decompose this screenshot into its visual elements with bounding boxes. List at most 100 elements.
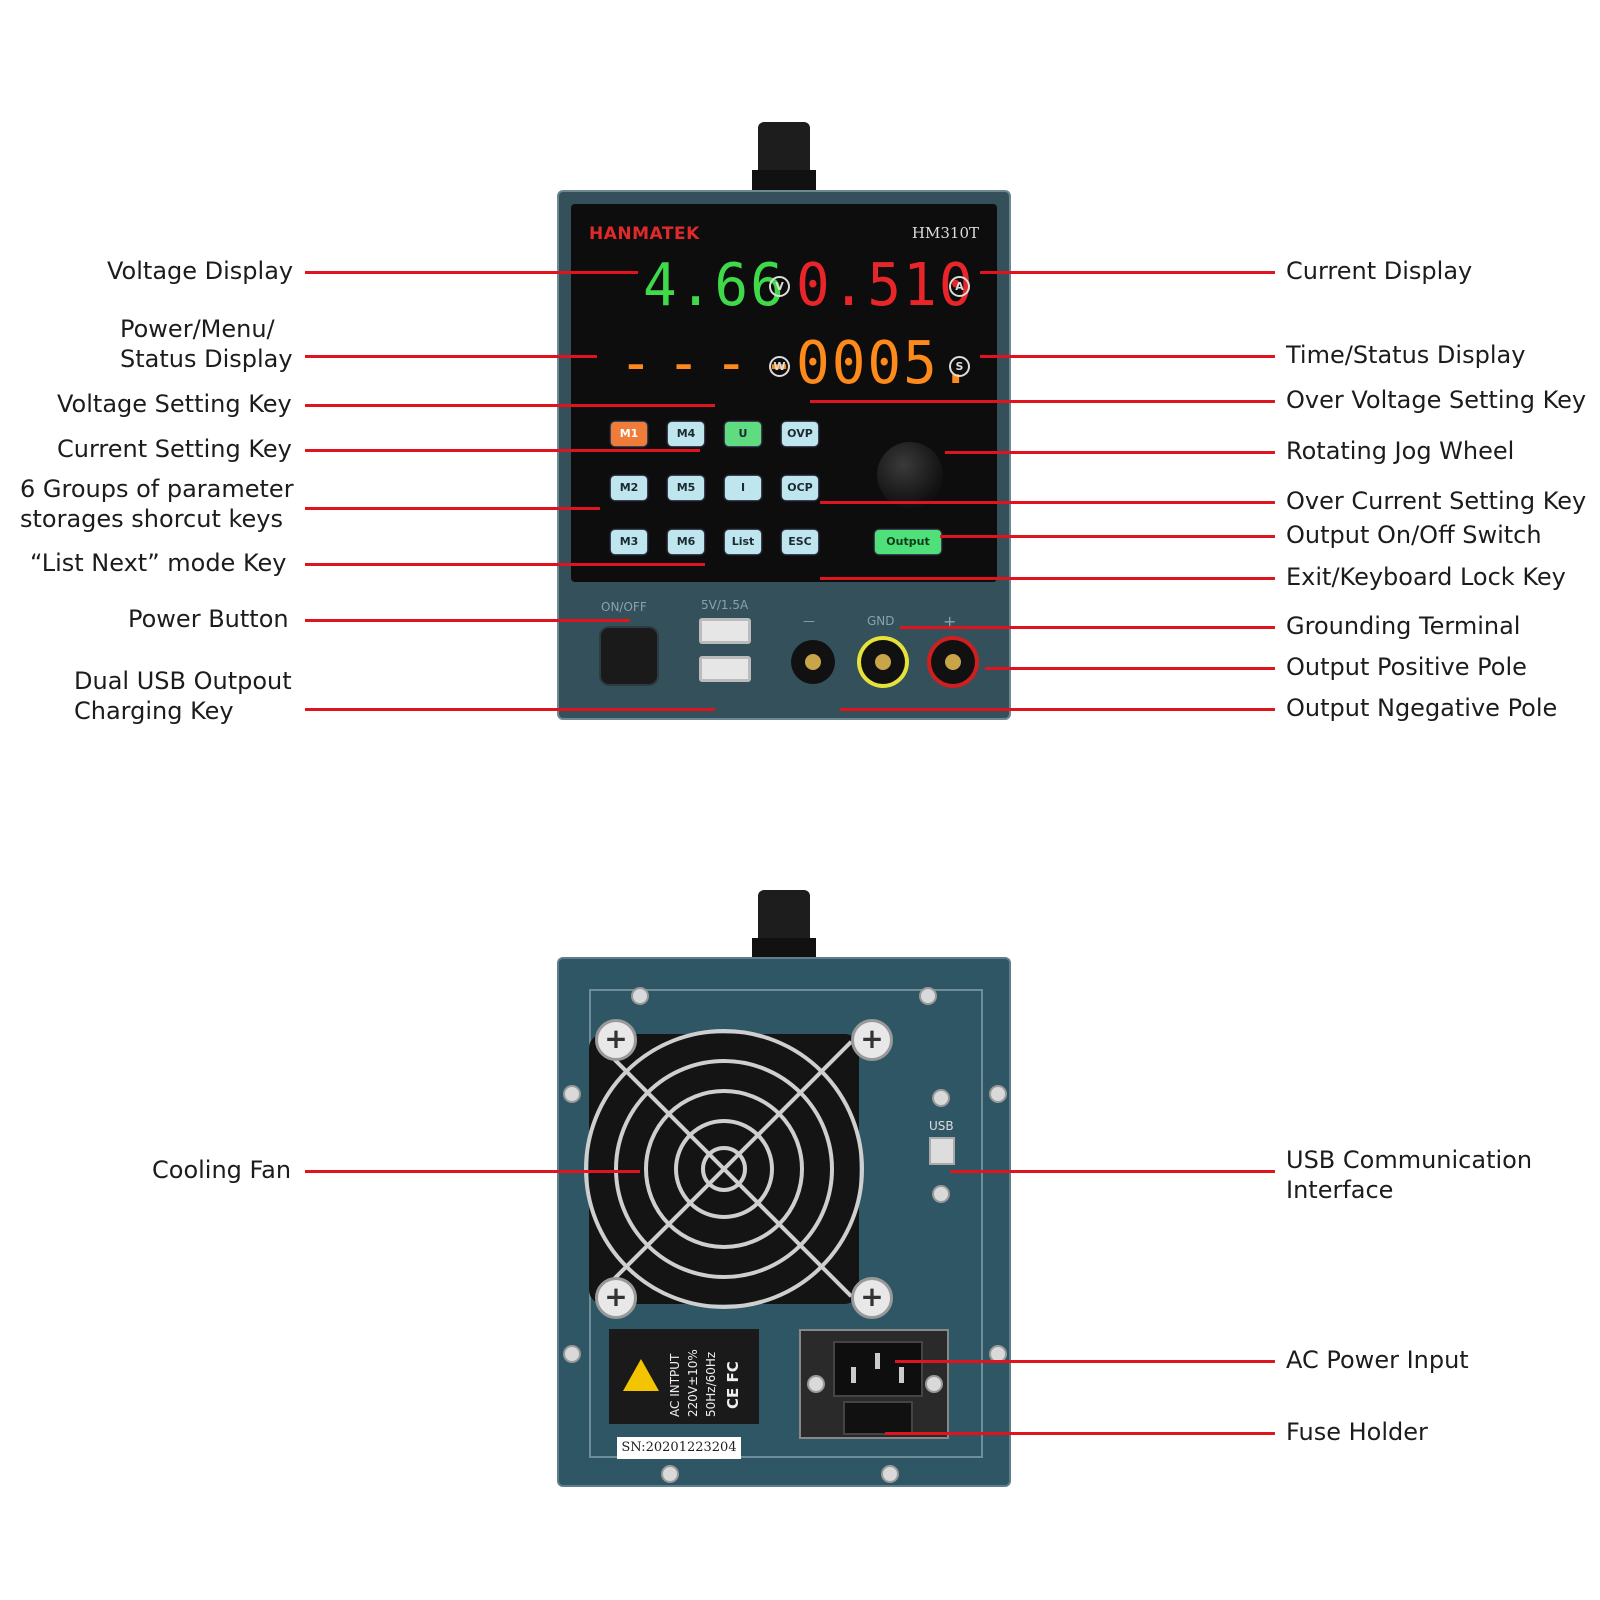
m4-key[interactable]: M4 — [668, 422, 704, 446]
front-handle — [758, 122, 810, 172]
callout-line — [305, 507, 600, 510]
fan-guard-ring — [701, 1146, 747, 1192]
fan-screw-icon: + — [595, 1019, 637, 1061]
fan-guard-ring — [584, 1029, 864, 1309]
label-dual-usb: Dual USB Outpout Charging Key — [74, 666, 292, 726]
brand-logo: HANMATEK — [589, 224, 700, 244]
label-groups-line2: storages shorcut keys — [20, 505, 284, 533]
label-voltage-key: Voltage Setting Key — [57, 390, 292, 418]
negative-terminal[interactable] — [791, 640, 835, 684]
gnd-label: GND — [867, 614, 895, 628]
label-negative: Output Ngegative Pole — [1286, 694, 1558, 722]
callout-line — [305, 271, 638, 274]
m3-key[interactable]: M3 — [611, 530, 647, 554]
label-current-display: Current Display — [1286, 257, 1473, 285]
ac-power-socket[interactable] — [833, 1341, 923, 1397]
fuse-holder[interactable] — [843, 1401, 913, 1435]
current-setting-key[interactable]: I — [725, 476, 761, 500]
minus-label: — — [803, 614, 815, 628]
list-next-key[interactable]: List — [725, 530, 761, 554]
callout-line — [305, 563, 705, 566]
screw-icon — [631, 987, 649, 1005]
jog-wheel[interactable] — [877, 442, 943, 508]
callout-line — [900, 626, 1275, 629]
fan-guard-ring — [674, 1119, 774, 1219]
usb-port-top[interactable] — [699, 618, 751, 644]
screw-icon — [932, 1185, 950, 1203]
screw-icon — [919, 987, 937, 1005]
label-dual-usb-line1: Dual USB Outpout — [74, 667, 292, 695]
rear-panel: + + + + USB AC INTPUT 220V±10% 50Hz/60Hz… — [557, 957, 1011, 1487]
usb-port-bottom[interactable] — [699, 656, 751, 682]
m1-key[interactable]: M1 — [611, 422, 647, 446]
usb-rating-label: 5V/1.5A — [701, 598, 749, 612]
fan-guard-ring — [644, 1089, 804, 1249]
label-cooling-fan: Cooling Fan — [152, 1156, 292, 1184]
front-handle-base — [752, 170, 816, 190]
callout-line — [885, 1432, 1275, 1435]
front-panel: HANMATEK HM310T 4.66 V 0.510 A ---- W 00… — [557, 190, 1011, 720]
socket-pin — [851, 1367, 856, 1383]
time-readout: 0005. — [796, 329, 975, 398]
label-usb-comm-line2: Interface — [1286, 1176, 1394, 1204]
voltage-readout: 4.66 — [643, 251, 786, 320]
m2-key[interactable]: M2 — [611, 476, 647, 500]
sec-unit-icon: S — [949, 356, 970, 377]
esc-lock-key[interactable]: ESC — [782, 530, 818, 554]
screw-icon — [881, 1465, 899, 1483]
callout-line — [305, 404, 715, 407]
current-readout: 0.510 — [796, 251, 975, 320]
callout-line — [980, 355, 1275, 358]
screw-icon — [925, 1375, 943, 1393]
screw-icon — [932, 1089, 950, 1107]
ground-terminal[interactable] — [861, 640, 905, 684]
volt-unit-icon: V — [769, 276, 790, 297]
ocp-key[interactable]: OCP — [782, 476, 818, 500]
screw-icon — [807, 1375, 825, 1393]
callout-line — [810, 400, 1275, 403]
output-switch[interactable]: Output — [875, 530, 941, 554]
label-power-menu: Power/Menu/ Status Display — [120, 314, 293, 374]
screw-icon — [563, 1085, 581, 1103]
fan-screw-icon: + — [851, 1019, 893, 1061]
power-button[interactable] — [599, 626, 659, 686]
usb-rear-label: USB — [929, 1119, 954, 1133]
ovp-key[interactable]: OVP — [782, 422, 818, 446]
label-list-next: “List Next” mode Key — [30, 549, 287, 577]
power-readout: ---- — [619, 329, 810, 398]
positive-terminal[interactable] — [931, 640, 975, 684]
label-current-key: Current Setting Key — [57, 435, 292, 463]
label-voltage-display: Voltage Display — [107, 257, 294, 285]
ac-rating-line1: AC INTPUT — [668, 1353, 682, 1417]
voltage-setting-key[interactable]: U — [725, 422, 761, 446]
front-lower-panel: ON/OFF 5V/1.5A — GND + — [559, 592, 1009, 720]
label-time-status: Time/Status Display — [1286, 341, 1526, 369]
onoff-label: ON/OFF — [601, 600, 647, 614]
label-output-switch: Output On/Off Switch — [1286, 521, 1542, 549]
callout-line — [305, 449, 700, 452]
label-dual-usb-line2: Charging Key — [74, 697, 234, 725]
callout-line — [950, 1170, 1275, 1173]
cert-marks: CE FC — [724, 1361, 742, 1409]
watt-unit-icon: W — [769, 356, 790, 377]
callout-line — [840, 708, 1275, 711]
usb-communication-port[interactable] — [929, 1137, 955, 1165]
fan-screw-icon: + — [595, 1277, 637, 1319]
label-groups: 6 Groups of parameter storages shorcut k… — [20, 474, 294, 534]
screw-icon — [563, 1345, 581, 1363]
m5-key[interactable]: M5 — [668, 476, 704, 500]
label-power-menu-line2: Status Display — [120, 345, 293, 373]
label-fuse-holder: Fuse Holder — [1286, 1418, 1428, 1446]
warning-icon — [623, 1359, 659, 1391]
socket-pin — [875, 1353, 880, 1369]
label-positive: Output Positive Pole — [1286, 653, 1527, 681]
model-number: HM310T — [911, 224, 979, 242]
label-power-button: Power Button — [128, 605, 289, 633]
label-exit-lock: Exit/Keyboard Lock Key — [1286, 563, 1566, 591]
screw-icon — [989, 1085, 1007, 1103]
label-ac-input: AC Power Input — [1286, 1346, 1469, 1374]
callout-line — [940, 535, 1275, 538]
ac-rating-line2: 220V±10% — [686, 1349, 700, 1417]
m6-key[interactable]: M6 — [668, 530, 704, 554]
